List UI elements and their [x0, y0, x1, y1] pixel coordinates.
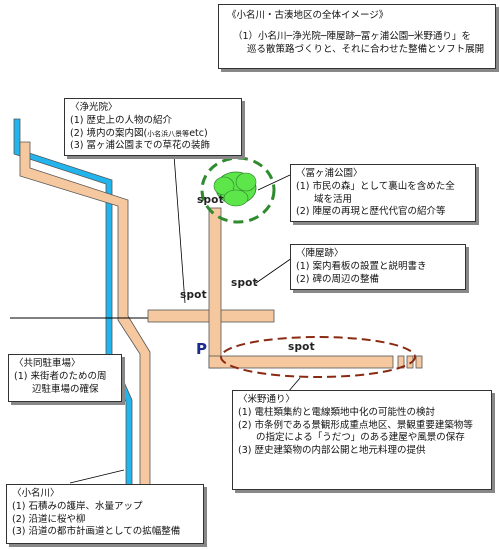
onagawa-title: 〈小名川〉: [12, 488, 60, 499]
tree-icon: [213, 171, 257, 207]
onagawa-item-2: (2) 沿道に桜や柳: [12, 513, 86, 525]
overall-image-box: 《小名川・古湊地区の全体イメージ》 （1）小名川─浄光院─陣屋跡─冨ヶ浦公園─米…: [218, 4, 496, 69]
spot-label-yoneno: spot: [288, 341, 315, 353]
spot-label-jokoin: spot: [180, 289, 207, 301]
yoneno-item-3: (3) 歴史建築物の内部公開と地元料理の提供: [238, 445, 426, 457]
spot-label-tomigaura: spot: [197, 194, 224, 206]
yoneno-item-2: (2) 市条例である景観形成重点地区、景観重要建築物等: [238, 419, 473, 431]
spot-label-jinya: spot: [231, 277, 258, 289]
jinya-box: 〈陣屋跡〉 (1) 案内看板の設置と説明書き (2) 碑の周辺の整備: [290, 244, 466, 290]
onagawa-item-3: (3) 沿道の都市計画道としての拡幅整備: [12, 526, 181, 538]
jinya-item-2: (2) 碑の周辺の整備: [296, 273, 379, 285]
yoneno-dashed-outline: [220, 336, 416, 378]
parking-box: 〈共同駐車場〉 (1) 来街者のための周 辺駐車場の確保: [8, 354, 122, 402]
parking-item-1-cont: 辺駐車場の確保: [32, 383, 99, 395]
leader-jokoin: [173, 154, 186, 304]
jokoin-box: 〈浄光院〉 (1) 歴史上の人物の紹介 (2) 境内の案内図(小名浜八景等etc…: [64, 98, 242, 156]
yoneno-item-1: (1) 電柱類集約と電線類地中化の可能性の検討: [238, 406, 435, 418]
tomigaura-item-1: (1) 市民の森」として裏山を含めた全: [296, 180, 455, 192]
leader-onagawa: [69, 469, 125, 484]
road-continue-3: [415, 355, 423, 369]
yoneno-box: 〈米野通り〉 (1) 電柱類集約と電線類地中化の可能性の検討 (2) 市条例であ…: [232, 390, 492, 490]
leader-jinya: [255, 257, 293, 284]
overall-image-line-2: 巡る散策路づくりと、それに合わせた整備とソフト展開: [247, 43, 485, 55]
road-vertical: [208, 207, 222, 369]
leader-yoneno: [287, 377, 301, 393]
onagawa-box: 〈小名川〉 (1) 石積みの護岸、水量アップ (2) 沿道に桜や柳 (3) 沿道…: [6, 484, 204, 544]
tomigaura-item-1-cont: 域を活用: [314, 193, 353, 205]
tomigaura-title: 〈冨ヶ浦公園〉: [296, 168, 363, 179]
jokoin-item-3: (3) 冨ヶ浦公園までの草花の装飾: [70, 140, 210, 152]
parking-icon: P: [196, 340, 207, 358]
onagawa-item-1: (1) 石積みの護岸、水量アップ: [12, 500, 143, 512]
tomigaura-box: 〈冨ヶ浦公園〉 (1) 市民の森」として裏山を含めた全 域を活用 (2) 陣屋の…: [290, 164, 476, 222]
road-yoneno: [208, 355, 394, 369]
jokoin-title: 〈浄光院〉: [70, 102, 118, 113]
jokoin-item-2: (2) 境内の案内図(小名浜八景等etc): [70, 127, 208, 139]
overall-image-line-1: （1）小名川─浄光院─陣屋跡─冨ヶ浦公園─米野通り」を: [233, 30, 471, 42]
parking-item-1: (1) 来街者のための周: [14, 370, 107, 382]
overall-image-title: 《小名川・古湊地区の全体イメージ》: [227, 10, 389, 21]
yoneno-item-2-cont: の指定による「うだつ」のある建屋や風景の保存: [256, 432, 465, 444]
jinya-item-1: (1) 案内看板の設置と説明書き: [296, 260, 427, 272]
jokoin-item-1: (1) 歴史上の人物の紹介: [70, 114, 172, 126]
yoneno-title: 〈米野通り〉: [238, 394, 296, 405]
jinya-title: 〈陣屋跡〉: [296, 248, 344, 259]
leader-tomigaura: [257, 174, 291, 191]
park-dashed-outline: [200, 156, 276, 224]
parking-title: 〈共同駐車場〉: [14, 358, 81, 369]
tomigaura-item-2: (2) 陣屋の再現と歴代代官の紹介等: [296, 206, 446, 218]
